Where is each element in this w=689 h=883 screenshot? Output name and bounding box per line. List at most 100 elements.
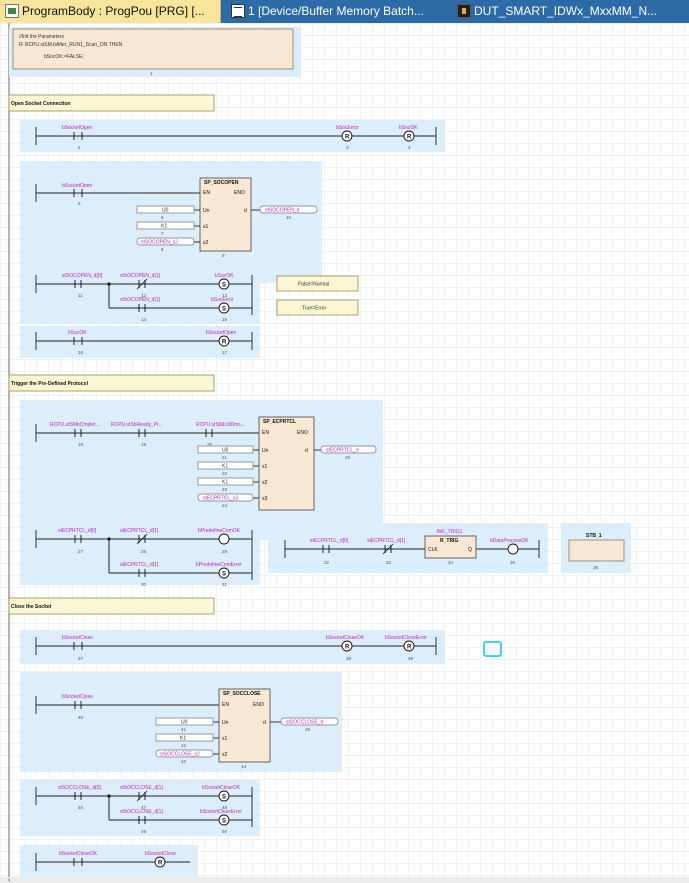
scroll-left-icon[interactable]: ‹ [8,875,11,883]
note-false-normal[interactable]: False=Normal [276,275,359,292]
section-label-close-socket[interactable]: Close the Socket [8,597,215,615]
rung-socok-reset[interactable]: bSocOK ↑ 16 bSocketOpen R 17 [20,326,260,358]
output-variable-box[interactable] [259,205,318,214]
element-number: 8 [161,247,164,252]
output-variable-box[interactable] [280,717,339,726]
input-value: K1 [161,224,167,230]
input-variable-box[interactable] [155,733,214,742]
coil-label: bSocketCloseOK [326,635,365,641]
function-block-r-trig[interactable] [424,535,477,559]
tab-label: DUT_SMART_IDWx_MxxMM_N... [474,4,658,18]
rung-socopen-result[interactable]: stSOCOPEN_d[0] 11 stSOCOPEN_d[1] 12 bSoc… [20,267,260,324]
input-variable-box[interactable] [197,445,254,454]
contact-label: stSOCOPEN_d[0] [62,273,103,279]
rung-sp-ecprtcl[interactable]: RCPU.stSMbCmplet... 18 RCPU.stSbReady_Pr… [20,400,383,540]
input-value: K1 [222,464,228,470]
input-variable-box[interactable] [136,205,195,214]
contact-label: stSOCCLOSE_d[1] [120,785,163,791]
function-block-sp-socclose[interactable] [218,688,271,763]
rung-sp-socopen[interactable]: bSocketOpen ↑ 5 SP_SOCOPEN EN ENO Un s1 … [20,161,322,283]
input-variable-box[interactable] [155,717,214,726]
rung-socket-close[interactable]: bSocketClose ↑ 37 bSocketCloseOK R 38 bS… [20,630,445,664]
section-label-trigger-protocol[interactable]: Trigger the Pre-Defined Protocol [8,374,215,392]
element-number: 31 [222,582,228,587]
ladder-editor-canvas[interactable]: //Init the Parameters IF RCPU.stSM.bAfte… [0,23,689,883]
input-variable-box[interactable] [136,237,195,246]
output-value: stECPRTCL_d [326,448,359,454]
input-variable-box[interactable] [155,749,214,758]
pin-label: d [244,208,247,214]
coil-label: bDataProcessOK [490,538,529,544]
coil-symbol: R [345,645,350,651]
st-header-rung[interactable]: //Init the Parameters IF RCPU.stSM.bAfte… [9,27,301,77]
contact-label: bSocketCloseOK [59,851,98,857]
element-number: 6 [161,215,164,220]
function-block-title: SP_SOCCLOSE [223,691,261,697]
function-block-title: SP_ECPRTCL [263,419,296,425]
output-variable-box[interactable] [320,445,377,454]
section-label-text: Trigger the Pre-Defined Protocol [11,381,89,387]
element-number: 29 [222,549,228,554]
input-variable-box[interactable] [197,461,254,470]
tab-device-buffer-memory[interactable]: 1 [Device/Buffer Memory Batch... [226,0,446,23]
editor-cursor[interactable] [483,641,502,657]
element-number: 14 [141,317,147,322]
rung-r-trig[interactable]: stECPRTCL_d[0] 32 stECPRTCL_d[1] 33 fbR_… [268,523,548,573]
element-number: 12 [141,293,147,298]
rung-socclose-result[interactable]: stSOCCLOSE_d[0] 46 stSOCCLOSE_d[1] 47 bS… [20,779,260,836]
contact-label: stECPRTCL_d[1] [120,562,159,568]
pin-label: Un [262,448,269,454]
coil-label: bSocketOpen [206,330,237,336]
element-number: 16 [78,350,84,355]
element-number: 41 [181,727,187,732]
rung-close-ok-reset[interactable]: bSocketCloseOK ↑ bSocketClose R [20,845,198,883]
st-if-line: IF RCPU.stSM.bAfter_RUN1_Scan_ON THEN [19,42,123,48]
element-number: 13 [222,293,228,298]
function-block-sp-socopen[interactable] [199,177,252,252]
rung-ecprtcl-result[interactable]: stECPRTCL_d[0] 27 stECPRTCL_d[1] 28 bPre… [20,523,260,587]
rising-edge-icon: ↑ [76,861,79,867]
coil-label: bSocError [336,125,359,131]
element-number: 24 [222,503,228,508]
editor-tab-bar: ProgramBody : ProgPou [PRG] [... 1 [Devi… [0,0,689,23]
contact-label: bSocketClose [62,694,93,700]
tab-label: ProgramBody : ProgPou [PRG] [... [22,4,205,18]
contact-label: stECPRTCL_d[1] [120,528,159,534]
function-block-title: SP_SOCOPEN [204,180,239,186]
contact-label: stSOCCLOSE_d[1] [120,809,163,815]
element-number: 39 [408,656,414,661]
note-true-error[interactable]: True=Error [276,299,359,316]
element-number: 20 [207,442,213,447]
rung-socket-open[interactable]: bSocketOpen ↑ 2 bSocError R 3 bSocOK R 4 [20,120,445,152]
rung-sp-socclose[interactable]: bSocketClose 40 SP_SOCCLOSE EN ENO Un s1… [20,672,342,772]
st-block-stb1[interactable]: STB_1 36 [561,523,631,573]
rising-edge-icon: ↑ [76,340,79,346]
pin-label: CLK [428,547,438,553]
input-value: U0 [162,208,169,214]
element-number: 45 [305,727,311,732]
function-block-sp-ecprtcl[interactable] [258,416,315,511]
pin-label: Un [222,720,229,726]
tab-program-body[interactable]: ProgramBody : ProgPou [PRG] [... [0,0,221,23]
input-variable-box[interactable] [197,477,254,486]
block-number: 9 [222,253,225,258]
st-assign-line: bSocOK:=FALSE; [44,54,84,60]
input-variable-box[interactable] [197,493,254,502]
input-value: K1 [180,736,186,742]
input-value: U0 [181,720,188,726]
pin-en: EN [222,702,229,708]
input-variable-box[interactable] [136,221,195,230]
contact-label: bSocOK [68,330,87,336]
pin-label: s1 [222,736,228,742]
tab-dut-smart[interactable]: DUT_SMART_IDWx_MxxMM_N... [452,0,689,23]
coil-label: bPredefineComError [196,562,242,568]
function-block-title: R_TRIG [440,538,458,544]
note-text: True=Error [302,306,326,312]
pin-label: Q [468,547,472,553]
horizontal-scrollbar[interactable]: ‹ [0,875,689,883]
pin-label: Un [203,208,210,214]
section-label-open-socket[interactable]: Open Socket Connection [8,94,215,112]
element-number: 48 [222,805,228,810]
element-number: 5 [78,201,81,206]
pin-en: EN [203,190,210,196]
